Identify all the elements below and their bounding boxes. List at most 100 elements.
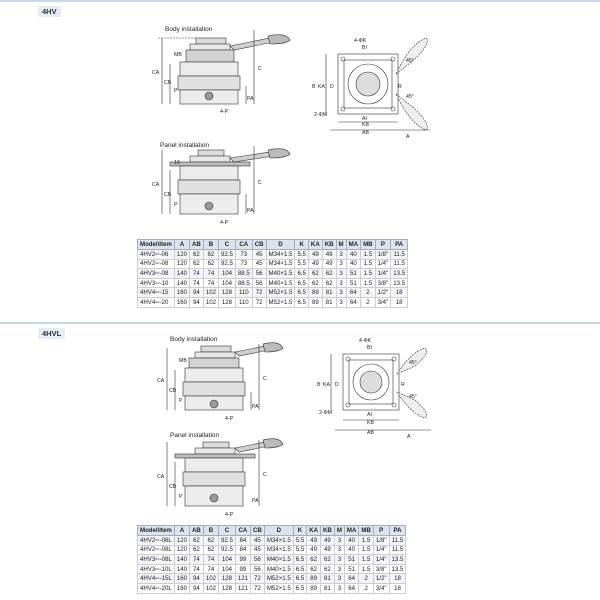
panel-installation-label: Panel installation [160, 142, 210, 149]
table-cell: 2 [358, 573, 374, 584]
table-cell: 3 [335, 296, 347, 308]
table-cell: 4HV4▫▫-15 [137, 287, 175, 298]
table-cell: 40 [343, 535, 360, 546]
table-cell: 11.5 [388, 535, 407, 546]
table-cell: 3 [333, 544, 345, 556]
section-header-4hvl: 4HVL [0, 322, 600, 344]
column-header: D [265, 239, 296, 250]
table-cell: 49 [307, 249, 323, 260]
table-cell: 62 [202, 544, 219, 556]
dim-4k: 4-ΦK [354, 38, 367, 44]
table-cell: 1.5 [358, 544, 374, 556]
table-cell: 6.5 [292, 554, 308, 565]
table-cell: 74 [202, 563, 219, 575]
table-cell: 88.5 [234, 277, 253, 289]
table-cell: 13.5 [388, 554, 407, 565]
table-cell: 160 [173, 582, 191, 594]
dim-ab: AB [367, 430, 374, 436]
top-view-drawing: 4-ΦK BI B KA D 45° 45° R 2-ΦM AI KB AB A [312, 37, 430, 140]
table-cell: 6.5 [294, 296, 309, 308]
table-cell: 1.5 [358, 535, 374, 546]
column-header: MA [343, 525, 360, 536]
table-cell: 62 [307, 277, 323, 289]
table-cell: 3 [333, 563, 345, 575]
table-cell: 104 [217, 277, 236, 289]
column-header: C [217, 525, 236, 536]
table-cell: 140 [173, 563, 191, 575]
table-cell: 4HV3▫▫-10 [137, 277, 175, 289]
table-cell: M34×1.5 [265, 258, 296, 270]
table-cell: 74 [189, 554, 204, 565]
table-cell: 62 [321, 277, 337, 289]
table-cell: 4HV4▫▫-15L [137, 573, 175, 584]
dim-pa: PA [247, 208, 254, 214]
table-cell: 4HV4▫▫-20 [137, 296, 175, 308]
column-header: M [335, 239, 347, 250]
table-cell: 51 [343, 563, 360, 575]
table-cell: 6.5 [294, 277, 309, 289]
column-header: A [173, 525, 191, 536]
table-cell: 45 [251, 249, 267, 260]
table-cell: 56 [250, 554, 265, 565]
column-header: Model\Item [137, 525, 175, 536]
table-cell: 94 [189, 582, 204, 594]
body-installation-label: Body installation [170, 336, 218, 343]
section-header-4hv: 4HV [0, 0, 600, 22]
table-cell: 4HV2▫▫-06L [137, 535, 175, 546]
table-cell: 3/4" [372, 582, 390, 594]
table-cell: 74 [189, 268, 204, 279]
table-cell: 3 [333, 582, 345, 594]
table-cell: 99 [234, 554, 252, 565]
section-rule [0, 0, 600, 2]
table-cell: M34×1.5 [263, 544, 294, 556]
table-cell: 4HV3▫▫-08 [137, 268, 175, 279]
table-cell: 11.5 [388, 544, 407, 556]
panel-installation-label: Panel installation [170, 432, 220, 439]
table-cell: 64 [345, 296, 362, 308]
section-rule [0, 322, 600, 324]
table-cell: 18 [390, 296, 409, 308]
dim-pa: PA [247, 96, 254, 102]
table-cell: 128 [217, 296, 236, 308]
dim-4p: 4-P [225, 416, 234, 422]
body-installation-label: Body installation [165, 26, 213, 33]
column-header: PA [390, 239, 409, 250]
dim-45-top: 45° [409, 360, 417, 366]
column-header: PA [388, 525, 407, 536]
table-cell: 56 [250, 563, 265, 575]
table-cell: 51 [345, 277, 362, 289]
table-cell: 81 [321, 287, 337, 298]
dim-ca: CA [152, 182, 160, 188]
table-cell: 1.5 [360, 258, 376, 270]
table-cell: 51 [343, 554, 360, 565]
table-cell: 84 [234, 535, 252, 546]
table-cell: 92.5 [217, 544, 236, 556]
table-cell: 121 [234, 582, 252, 594]
dim-d: D [330, 84, 334, 90]
dim-r: R [401, 382, 405, 388]
dim-p: P [179, 398, 183, 404]
table-cell: 99 [234, 563, 252, 575]
column-header: CB [251, 239, 267, 250]
table-cell: 6.5 [292, 563, 308, 575]
table-cell: 6.5 [294, 287, 309, 298]
dim-ca: CA [152, 70, 160, 76]
table-cell: 110 [234, 296, 253, 308]
table-cell: 3 [335, 249, 347, 260]
table-cell: 1.5 [358, 554, 374, 565]
table-cell: M40×1.5 [265, 277, 296, 289]
table-cell: 74 [189, 277, 204, 289]
table-cell: 1.5 [360, 249, 376, 260]
column-header: AB [189, 525, 204, 536]
table-cell: 49 [306, 535, 322, 546]
table-cell: 110 [234, 287, 253, 298]
body-installation-drawing: CA CB MB C PA P 4-P [152, 30, 291, 115]
